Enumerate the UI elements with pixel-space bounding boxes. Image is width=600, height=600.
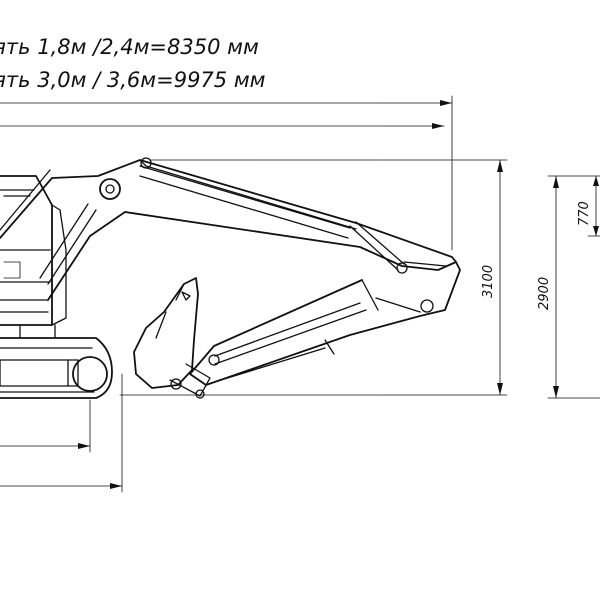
- dimension-boom-height: 3100: [119, 159, 508, 396]
- note-arm-1: рукоять 1,8м /2,4м=8350 мм: [0, 35, 259, 59]
- excavator-cab: [0, 175, 67, 326]
- track-assembly: [0, 324, 113, 399]
- bucket: [133, 277, 211, 399]
- dim-label-770: 770: [577, 201, 592, 226]
- dipper-arm: [189, 261, 461, 386]
- dimension-overall-height: 2900: [537, 175, 600, 399]
- note-arm-2: рукоять 3,0м / 3,6м=9975 мм: [0, 68, 266, 92]
- reach-dimensions: [0, 95, 453, 493]
- dim-label-3100: 3100: [481, 265, 496, 298]
- boom: [0, 157, 457, 313]
- dim-label-2900: 2900: [537, 277, 552, 310]
- dimension-cab-height: 770: [577, 175, 600, 237]
